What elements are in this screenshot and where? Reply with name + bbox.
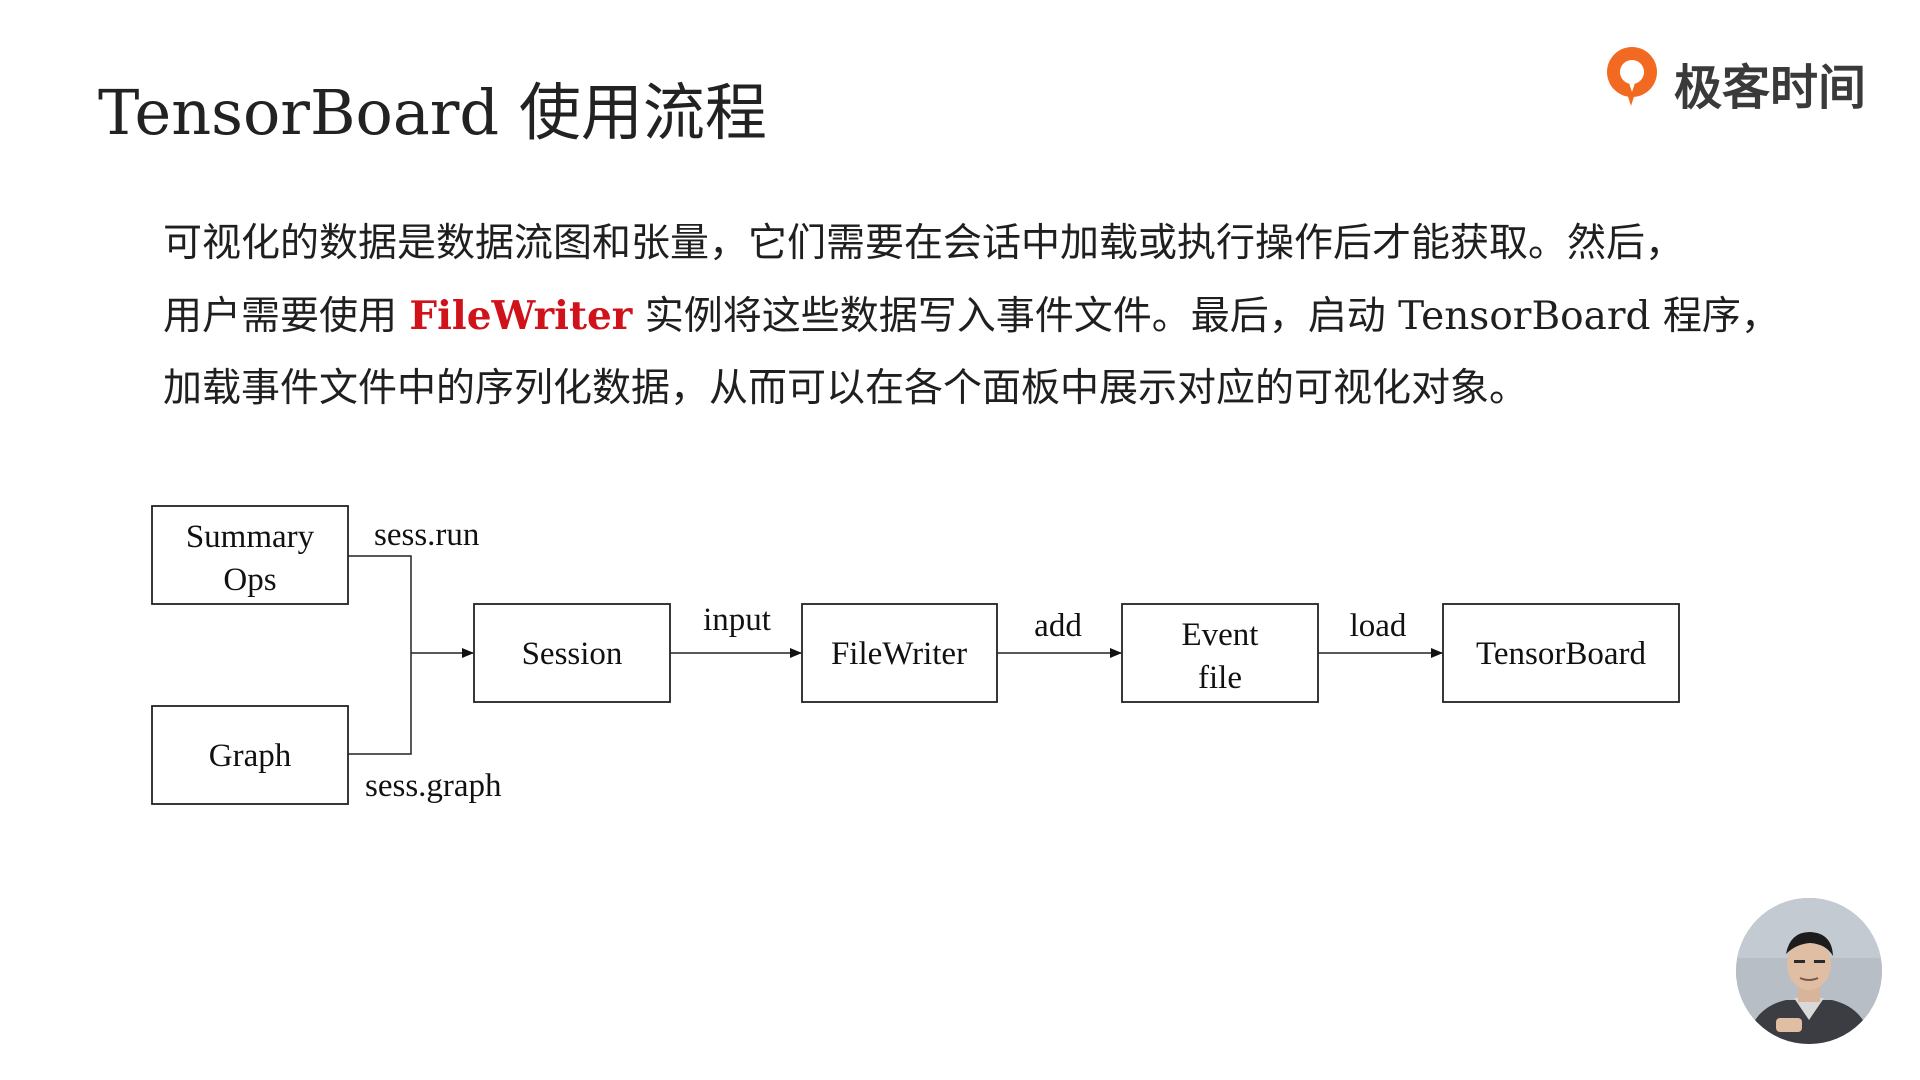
summary-ops-label-line-2: Ops: [223, 562, 276, 598]
sess-graph-label: sess.graph: [365, 768, 502, 804]
tensorboard-label: TensorBoard: [1476, 636, 1646, 672]
paragraph-line-2-pre: 用户需要使用: [163, 294, 410, 339]
paragraph-line-3: 加载事件文件中的序列化数据，从而可以在各个面板中展示对应的可视化对象。: [163, 366, 1529, 411]
summary-ops-connector: [348, 555, 412, 653]
brand-logo: 极客时间: [1598, 40, 1888, 116]
add-label: add: [1034, 608, 1082, 644]
session-label: Session: [522, 636, 623, 672]
filewriter-node: FileWriter: [801, 603, 998, 703]
graph-connector: [348, 653, 412, 755]
graph-label: Graph: [209, 738, 292, 774]
paragraph-line-2-post: 程序，: [1650, 294, 1780, 339]
paragraph-line-2-mid: 实例将这些数据写入事件文件。最后，启动: [632, 294, 1399, 339]
tensorboard-inline: TensorBoard: [1398, 294, 1651, 339]
logo-text: 极客时间: [1674, 60, 1867, 116]
event-file-label-line-1: Event: [1182, 617, 1259, 653]
tensorboard-node: TensorBoard: [1442, 603, 1680, 703]
sess-run-label: sess.run: [374, 517, 479, 553]
event-file-node: Event file: [1121, 603, 1319, 703]
paragraph-line-1: 可视化的数据是数据流图和张量，它们需要在会话中加载或执行操作后才能获取。然后，: [163, 221, 1685, 266]
filewriter-label: FileWriter: [831, 636, 967, 672]
presenter-avatar-icon: [1736, 898, 1882, 1044]
geek-time-logo-icon: [1607, 47, 1657, 106]
summary-ops-label-line-1: Summary: [186, 519, 315, 555]
paragraph-line-2: 用户需要使用 FileWriter 实例将这些数据写入事件文件。最后，启动 Te…: [163, 280, 1780, 353]
body-paragraph: 可视化的数据是数据流图和张量，它们需要在会话中加载或执行操作后才能获取。然后， …: [163, 208, 1780, 425]
load-label: load: [1350, 608, 1407, 644]
page-title: TensorBoard 使用流程: [98, 76, 767, 149]
summary-ops-node: Summary Ops: [151, 505, 349, 605]
session-node: Session: [473, 603, 671, 703]
presenter-avatar: [1736, 898, 1882, 1044]
event-file-label-line-2: file: [1198, 660, 1242, 696]
filewriter-highlight: FileWriter: [409, 293, 633, 339]
graph-node: Graph: [151, 705, 349, 805]
input-label: input: [703, 602, 771, 638]
